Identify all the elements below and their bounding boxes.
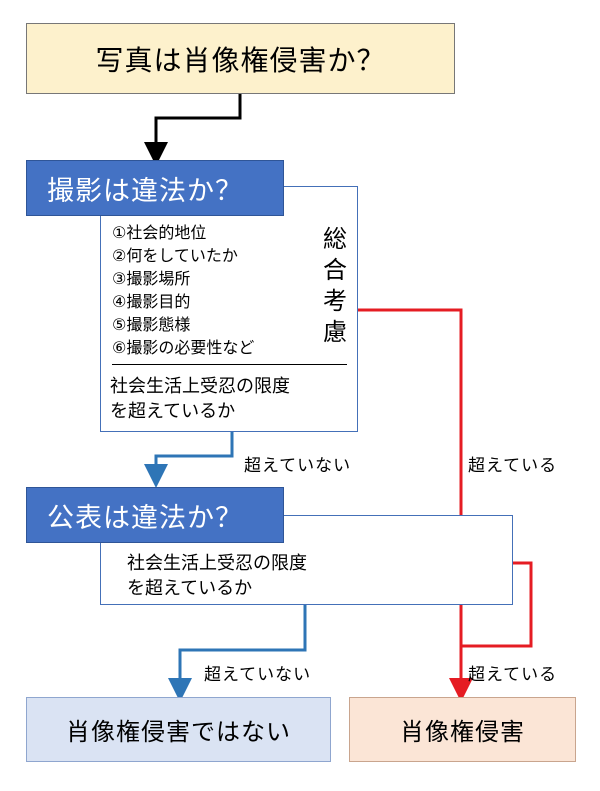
overall-char: 慮: [323, 318, 347, 346]
criterion-line: を超えているか: [110, 401, 236, 422]
overall-char: 合: [323, 256, 347, 284]
arrow-step1-to-infringement: [350, 308, 473, 702]
edge-label-step1-not-exceeded: 超えていない: [244, 456, 352, 476]
step1-factor-list: ①社会的地位 ②何をしていたか ③撮影場所 ④撮影目的 ⑤撮影態様 ⑥撮影の必要…: [112, 221, 254, 359]
factor-item: ④撮影目的: [112, 292, 191, 311]
step1-divider: [112, 364, 347, 365]
result-infringement: 肖像権侵害: [349, 697, 576, 762]
factor-item: ⑥撮影の必要性など: [112, 338, 255, 357]
factor-item: ①社会的地位: [112, 223, 207, 242]
criterion-line: 社会生活上受忍の限度: [127, 553, 307, 574]
edge-label-step1-exceeded: 超えている: [468, 456, 558, 476]
top-question-box: 写真は肖像権侵害か？: [26, 23, 455, 94]
step2-criterion: 社会生活上受忍の限度 を超えているか: [127, 551, 307, 601]
factor-item: ②何をしていたか: [112, 246, 238, 265]
criterion-line: を超えているか: [127, 578, 253, 599]
step1-title: 撮影は違法か？: [47, 175, 243, 207]
factor-item: ③撮影場所: [112, 269, 191, 288]
result-not-infringement-text: 肖像権侵害ではない: [66, 718, 291, 746]
step1-header: 撮影は違法か？: [26, 160, 284, 216]
overall-consideration-label: 総 合 考 慮: [320, 224, 350, 348]
step2-title: 公表は違法か？: [47, 502, 243, 534]
factor-item: ⑤撮影態様: [112, 315, 191, 334]
edge-label-step2-exceeded: 超えている: [468, 665, 558, 685]
top-question-text: 写真は肖像権侵害か？: [95, 43, 386, 77]
step2-header: 公表は違法か？: [26, 487, 284, 543]
arrow-step2-to-infringement: [461, 561, 533, 648]
step1-panel: [100, 186, 358, 432]
overall-char: 総: [323, 225, 347, 253]
result-not-infringement: 肖像権侵害ではない: [26, 697, 331, 762]
result-infringement-text: 肖像権侵害: [400, 718, 525, 746]
edge-label-step2-not-exceeded: 超えていない: [204, 665, 312, 685]
arrow-step1-to-step2: [144, 432, 234, 488]
arrow-step2-to-not-infringement: [168, 605, 307, 702]
step1-criterion: 社会生活上受忍の限度 を超えているか: [110, 374, 290, 424]
arrow-top-to-step1: [144, 94, 242, 166]
criterion-line: 社会生活上受忍の限度: [110, 376, 290, 397]
overall-char: 考: [323, 287, 347, 315]
